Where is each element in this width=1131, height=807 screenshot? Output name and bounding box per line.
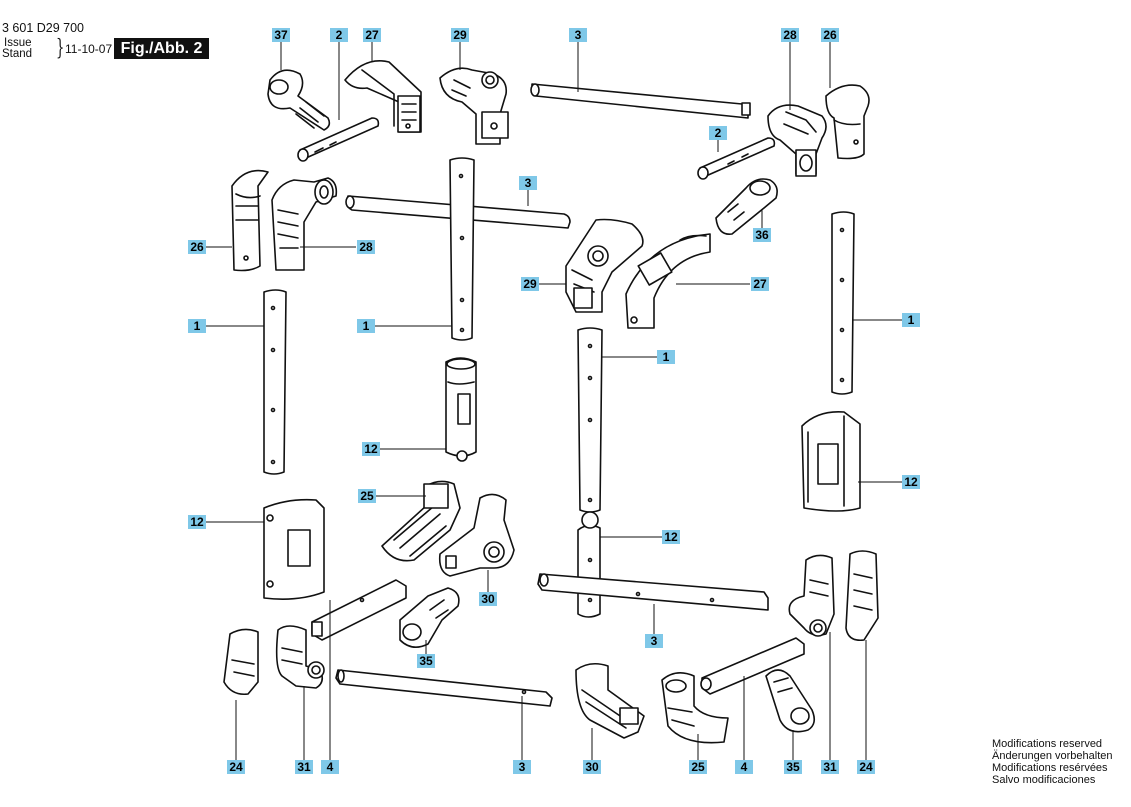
leader-lines xyxy=(206,42,904,760)
part-26-cap-left xyxy=(231,169,269,272)
callout-26: 26 xyxy=(821,28,839,42)
callout-1: 1 xyxy=(357,319,375,333)
issue-date: 11-10-07 xyxy=(65,42,113,56)
callout-25: 25 xyxy=(358,489,376,503)
part-12-socket-right xyxy=(801,410,861,512)
part-35-clip-lower xyxy=(399,587,460,648)
header: 3 601 D29 700 Issue Stand } 11-10-07 Fig… xyxy=(0,0,260,70)
part-31-connector-lower-right xyxy=(788,554,835,637)
callout-30: 30 xyxy=(583,760,601,774)
part-3-bar-lower-center xyxy=(537,573,769,611)
part-24-cap-lower-left xyxy=(223,628,259,696)
note-line: Salvo modificaciones xyxy=(992,774,1096,786)
part-27-corner xyxy=(344,60,422,133)
callout-28: 28 xyxy=(781,28,799,42)
callout-28: 28 xyxy=(357,240,375,254)
callout-2: 2 xyxy=(709,126,727,140)
part-30-connector-mid xyxy=(438,493,515,577)
document-number: 3 601 D29 700 xyxy=(2,21,85,35)
callout-3: 3 xyxy=(645,634,663,648)
modification-notes: Modifications reserved Änderungen vorbeh… xyxy=(992,738,1127,786)
brace-symbol: } xyxy=(56,36,65,61)
callout-1: 1 xyxy=(657,350,675,364)
callout-12: 12 xyxy=(362,442,380,456)
callout-1: 1 xyxy=(902,313,920,327)
callout-12: 12 xyxy=(188,515,206,529)
callout-30: 30 xyxy=(479,592,497,606)
callout-3: 3 xyxy=(513,760,531,774)
callout-36: 36 xyxy=(753,228,771,242)
part-25-bracket-bottom xyxy=(661,672,729,744)
part-36-clip xyxy=(715,178,778,235)
part-1-upright-left xyxy=(263,289,287,475)
part-3-bar-bottom xyxy=(335,669,553,707)
part-29-connector xyxy=(439,67,509,145)
note-line: Modifications resérvées xyxy=(992,762,1108,774)
part-31-connector-lower-left xyxy=(275,625,325,689)
callout-27: 27 xyxy=(363,28,381,42)
part-2-short-tube-right xyxy=(697,137,776,180)
part-12-socket-left xyxy=(263,498,325,600)
callout-29: 29 xyxy=(521,277,539,291)
part-28-corner xyxy=(767,104,827,177)
part-2-short-tube xyxy=(297,117,380,162)
callout-37: 37 xyxy=(272,28,290,42)
part-3-long-bar-top xyxy=(530,83,751,119)
callout-4: 4 xyxy=(321,760,339,774)
callout-12: 12 xyxy=(662,530,680,544)
callout-1: 1 xyxy=(188,319,206,333)
callout-4: 4 xyxy=(735,760,753,774)
part-1-upright-center xyxy=(449,157,475,341)
callout-12: 12 xyxy=(902,475,920,489)
part-1-upright-center-right xyxy=(577,327,603,513)
callout-35: 35 xyxy=(417,654,435,668)
callout-35: 35 xyxy=(784,760,802,774)
callout-3: 3 xyxy=(519,176,537,190)
callout-2: 2 xyxy=(330,28,348,42)
part-4-square-tube-right xyxy=(700,637,805,695)
part-26-cap xyxy=(825,84,870,160)
part-4-square-tube-left xyxy=(311,579,407,641)
part-12-socket-center xyxy=(445,357,477,462)
callout-25: 25 xyxy=(689,760,707,774)
callout-24: 24 xyxy=(227,760,245,774)
part-27-elbow-mid xyxy=(625,233,711,329)
callout-24: 24 xyxy=(857,760,875,774)
part-24-cap-lower-right xyxy=(845,550,879,642)
note-line: Änderungen vorbehalten xyxy=(992,750,1113,762)
part-1-upright-right xyxy=(831,211,855,395)
callout-3: 3 xyxy=(569,28,587,42)
callout-31: 31 xyxy=(295,760,313,774)
issue-label: Issue xyxy=(4,37,32,49)
callout-29: 29 xyxy=(451,28,469,42)
part-28-connector-left xyxy=(271,177,338,271)
figure-label: Fig./Abb. 2 xyxy=(114,38,209,59)
callout-26: 26 xyxy=(188,240,206,254)
part-12-plug-center xyxy=(577,511,601,618)
callout-31: 31 xyxy=(821,760,839,774)
callout-27: 27 xyxy=(751,277,769,291)
note-line: Modifications reserved xyxy=(992,738,1103,750)
part-30-corner-bottom xyxy=(575,662,645,739)
part-37-handle xyxy=(267,69,331,131)
part-29-corner-mid xyxy=(565,218,644,313)
stand-label: Stand xyxy=(2,48,33,60)
part-35-clip-bottom-right xyxy=(765,669,816,733)
